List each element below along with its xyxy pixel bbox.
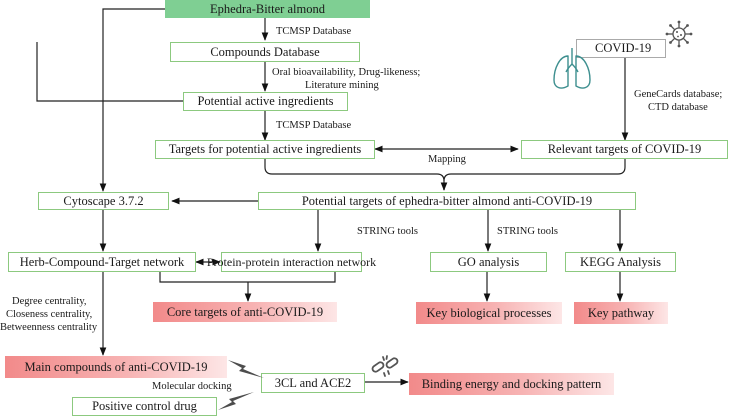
lightning-bolt-icon [228,360,264,378]
positive-control-drug-label: Positive control drug [92,399,197,413]
main-compounds-box: Main compounds of anti-COVID-19 [5,356,227,378]
ephedra-bitter-almond-label: Ephedra-Bitter almond [210,1,325,16]
core-targets-label: Core targets of anti-COVID-19 [166,304,324,319]
herb-compound-target-network-label: Herb-Compound-Target network [19,254,185,269]
cytoscape-box: Cytoscape 3.7.2 [38,192,169,210]
cytoscape-label: Cytoscape 3.7.2 [63,193,144,208]
ppi-network-box: Protein-protein interaction network [207,252,376,272]
string-tools-label-2: STRING tools [497,226,558,237]
go-analysis-label: GO analysis [457,254,520,269]
lungs-icon [553,48,591,89]
main-compounds-label: Main compounds of anti-COVID-19 [24,359,208,374]
screening-criteria-line2: Literature mining [305,80,379,91]
3cl-ace2-label: 3CL and ACE2 [274,375,352,390]
key-biological-processes-box: Key biological processes [416,302,562,324]
binding-energy-box: Binding energy and docking pattern [409,373,614,395]
lightning-bolt-icon-2 [218,392,254,410]
ephedra-bitter-almond-box: Ephedra-Bitter almond [165,0,370,18]
potential-targets-anti-covid-label: Potential targets of ephedra-bitter almo… [301,193,593,208]
key-biological-processes-label: Key biological processes [426,305,552,320]
herb-compound-target-network-box: Herb-Compound-Target network [8,252,196,272]
targets-potential-active-label: Targets for potential active ingredients [168,142,362,156]
mapping-label: Mapping [428,154,466,165]
screening-criteria-line1: Oral bioavailability, Drug-likeness; [272,67,421,78]
degree-centrality-label: Degree centrality, [12,296,87,307]
covid19-label: COVID-19 [595,41,652,55]
compounds-database-box: Compounds Database [170,42,360,62]
kegg-analysis-box: KEGG Analysis [565,252,676,272]
covid19-box: COVID-19 [576,39,666,58]
3cl-ace2-box: 3CL and ACE2 [261,373,365,393]
genecards-label-line2: CTD database [648,102,708,113]
core-targets-box: Core targets of anti-COVID-19 [153,302,337,322]
string-tools-label-1: STRING tools [357,226,418,237]
ppi-network-label: Protein-protein interaction network [206,254,377,269]
tcmsp-database-label-1: TCMSP Database [276,26,352,37]
targets-potential-active-box: Targets for potential active ingredients [155,140,375,159]
key-pathway-label: Key pathway [587,305,655,320]
genecards-label-line1: GeneCards database; [634,89,723,100]
betweenness-centrality-label: Betweenness centrality [0,322,98,333]
go-analysis-box: GO analysis [430,252,547,272]
closeness-centrality-label: Closeness centrality, [6,309,93,320]
potential-targets-anti-covid-box: Potential targets of ephedra-bitter almo… [258,192,636,210]
tcmsp-database-label-2: TCMSP Database [276,120,352,131]
kegg-analysis-label: KEGG Analysis [580,254,661,269]
positive-control-drug-box: Positive control drug [72,397,217,416]
potential-active-ingredients-label: Potential active ingredients [197,94,334,108]
binding-energy-label: Binding energy and docking pattern [421,376,602,391]
potential-active-ingredients-box: Potential active ingredients [183,92,348,111]
virus-icon [665,20,693,48]
broken-link-icon [371,355,399,377]
relevant-targets-covid19-label: Relevant targets of COVID-19 [547,142,702,156]
relevant-targets-covid19-box: Relevant targets of COVID-19 [521,140,728,159]
key-pathway-box: Key pathway [574,302,668,324]
molecular-docking-label: Molecular docking [152,381,232,392]
compounds-database-label: Compounds Database [210,44,320,59]
